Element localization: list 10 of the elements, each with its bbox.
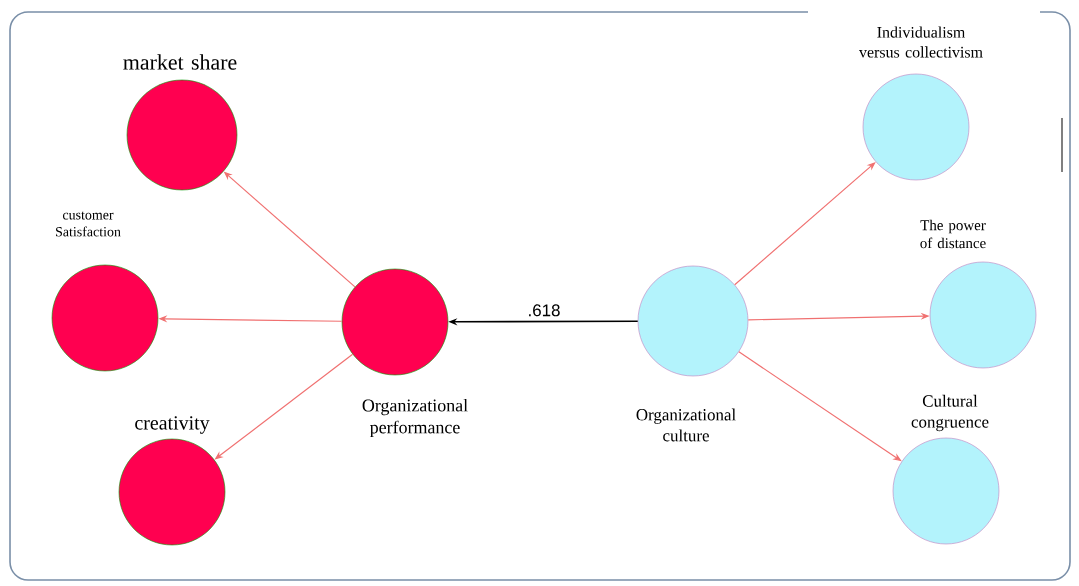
node-label: Organizational performance [362,398,468,438]
node-label: Individualism versus collectivism [859,26,983,58]
node-label: creativity [135,416,210,434]
node-label: Cultural congruence [911,394,989,432]
edge-label: .618 [526,303,562,318]
node-label: The power of distance [920,219,986,249]
node-label: Organizational culture [636,408,736,442]
arrow [734,162,876,286]
node-label: customer Satisfaction [56,211,121,237]
node-label: market share [123,54,237,70]
